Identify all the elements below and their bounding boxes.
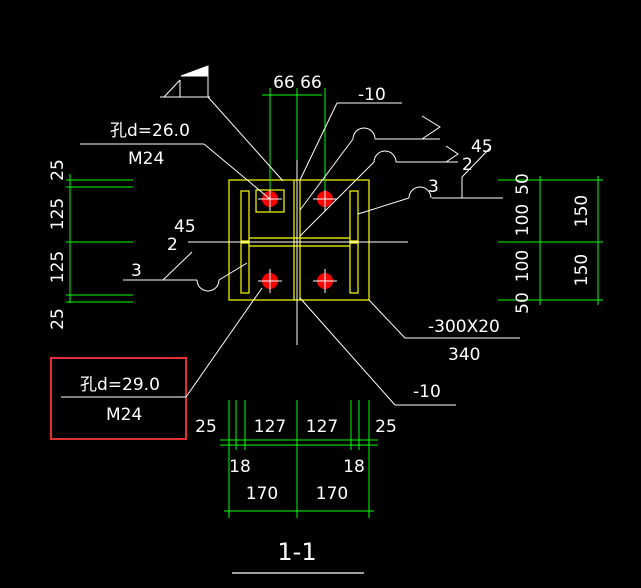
left-dim-125-bottom: 125	[48, 251, 68, 283]
left-stiffener-lower	[240, 242, 250, 294]
bottom-dim-25-left: 25	[195, 417, 217, 437]
lower-bolt-label: M24	[106, 405, 142, 425]
top-dimension: 66 66	[262, 73, 326, 190]
highlight-box	[50, 357, 187, 440]
left-dim-125-top: 125	[48, 198, 68, 230]
outer-plate	[228, 179, 370, 301]
top-plate-label: -10	[358, 85, 386, 105]
bolt-upper-right	[313, 187, 337, 211]
right-stiffener-upper	[349, 190, 359, 242]
right-weld-leg: 2	[462, 155, 473, 175]
right-weld-symbols	[299, 115, 459, 237]
top-dim-2: 66	[300, 73, 322, 93]
upper-bolt-callout: 孔d=26.0 M24	[80, 121, 271, 200]
right-dim-100-bottom: 100	[513, 250, 533, 282]
left-dim-25-top: 25	[48, 159, 68, 181]
section-title-block: 1-1	[232, 538, 364, 574]
section-title: 1-1	[277, 538, 316, 566]
right-dim-50-bottom: 50	[513, 292, 533, 314]
right-dim-50-top: 50	[513, 173, 533, 195]
bolt-lower-left	[258, 269, 282, 293]
section-flag-symbol	[160, 65, 284, 182]
right-dim-150-bottom: 150	[572, 254, 592, 286]
bottom-dim-170-left: 170	[246, 484, 278, 504]
right-dim-150-top: 150	[572, 195, 592, 227]
left-dim-25-bottom: 25	[48, 308, 68, 330]
bottom-dim-170-right: 170	[316, 484, 348, 504]
connection-plate-assembly	[228, 179, 370, 301]
right-weld-symbol: 45 2 3	[357, 137, 503, 215]
lower-hole-label: 孔d=29.0	[80, 375, 160, 395]
bolt-lower-right	[313, 269, 337, 293]
side-plate-callout: -300X20 340	[368, 299, 520, 365]
upper-bolt-label: M24	[128, 149, 164, 169]
bottom-dimension-rows: 25 127 127 25 18 18 170 170	[195, 400, 397, 518]
right-stiffener-lower	[349, 242, 359, 294]
left-weld-n: 3	[131, 261, 142, 281]
bottom-dim-127-right: 127	[306, 417, 338, 437]
left-weld-leg: 2	[167, 235, 178, 255]
side-plate-length: 340	[448, 345, 480, 365]
left-stiffener-upper	[240, 190, 250, 242]
left-dimension-stack: 25 125 125 25	[48, 159, 133, 330]
right-dimension-stack: 50 100 100 50 150 150	[498, 173, 603, 314]
bottom-dim-18-right: 18	[343, 457, 365, 477]
bottom-plate-label: -10	[413, 382, 441, 402]
right-dim-100-top: 100	[513, 204, 533, 236]
top-plate-callout: -10	[299, 85, 402, 181]
bolt-group	[258, 187, 337, 293]
bottom-dim-18-left: 18	[229, 457, 251, 477]
centerlines	[188, 160, 408, 345]
bottom-plate-callout: -10	[299, 297, 456, 406]
top-dim-1: 66	[273, 73, 295, 93]
right-weld-size: 45	[471, 137, 493, 157]
left-weld-size: 45	[174, 217, 196, 237]
side-plate-size: -300X20	[428, 317, 500, 337]
upper-hole-label: 孔d=26.0	[110, 121, 190, 141]
bottom-dim-25-right: 25	[375, 417, 397, 437]
bottom-dim-127-left: 127	[254, 417, 286, 437]
lower-bolt-callout: 孔d=29.0 M24	[50, 287, 263, 440]
right-weld-n: 3	[428, 177, 439, 197]
left-weld-symbol: 45 2 3	[123, 217, 248, 292]
